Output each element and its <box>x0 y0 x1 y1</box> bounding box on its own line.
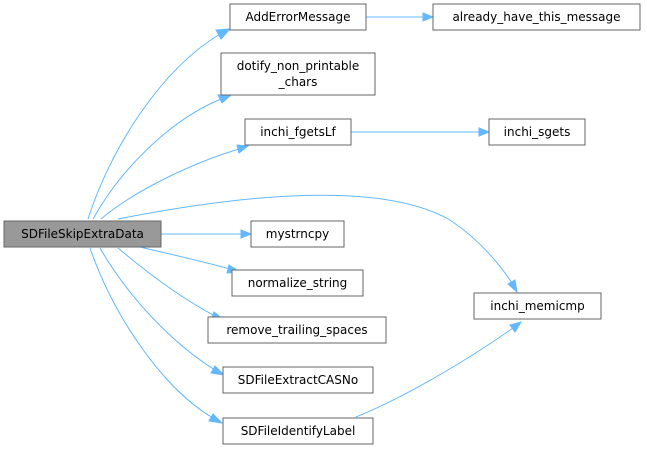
edge-fgets-sgets <box>351 127 491 137</box>
node-inchi-fgetslf[interactable]: inchi_fgetsLf <box>244 118 352 146</box>
node-label: already_have_this_message <box>452 10 620 24</box>
edge-root-extract-cas <box>99 247 226 376</box>
node-inchi-sgets[interactable]: inchi_sgets <box>488 118 586 146</box>
node-remove-trailing-spaces[interactable]: remove_trailing_spaces <box>207 316 387 344</box>
node-sdfile-extract-casno[interactable]: SDFileExtractCASNo <box>222 366 374 394</box>
edge-root-remove-trailing <box>117 247 226 321</box>
node-normalize-string[interactable]: normalize_string <box>231 269 364 297</box>
edge-root-mystrncpy <box>161 229 253 239</box>
node-label: SDFileSkipExtraData <box>21 227 144 241</box>
edge-root-add-error <box>87 28 232 220</box>
edge-root-memicmp <box>117 194 518 294</box>
node-label: inchi_fgetsLf <box>260 125 336 139</box>
node-label: SDFileIdentifyLabel <box>241 424 356 438</box>
node-label: normalize_string <box>248 276 348 290</box>
node-already-have-this-message[interactable]: already_have_this_message <box>432 3 641 31</box>
edge-add-error-already <box>366 12 435 22</box>
node-sdfile-skip-extra-data[interactable]: SDFileSkipExtraData <box>3 220 162 248</box>
node-label: AddErrorMessage <box>245 10 350 24</box>
edge-identify-label-memicmp <box>355 321 523 418</box>
edge-root-normalize <box>139 246 242 274</box>
node-inchi-memicmp[interactable]: inchi_memicmp <box>473 292 602 320</box>
node-label-line-1: dotify_non_printable <box>237 59 360 73</box>
node-dotify-non-printable-chars[interactable]: dotify_non_printable _chars <box>220 52 376 96</box>
node-add-error-message[interactable]: AddErrorMessage <box>229 3 367 31</box>
node-label: SDFileExtractCASNo <box>238 373 358 387</box>
node-label-line-2: _chars <box>278 75 318 89</box>
edge-root-identify-label <box>89 247 224 424</box>
edge-root-fgets <box>100 144 250 220</box>
node-mystrncpy[interactable]: mystrncpy <box>250 220 345 248</box>
node-label: remove_trailing_spaces <box>226 323 367 337</box>
node-label: mystrncpy <box>266 227 329 241</box>
node-sdfile-identify-label[interactable]: SDFileIdentifyLabel <box>222 417 374 445</box>
node-label: inchi_sgets <box>504 125 571 139</box>
node-label: inchi_memicmp <box>490 299 584 313</box>
